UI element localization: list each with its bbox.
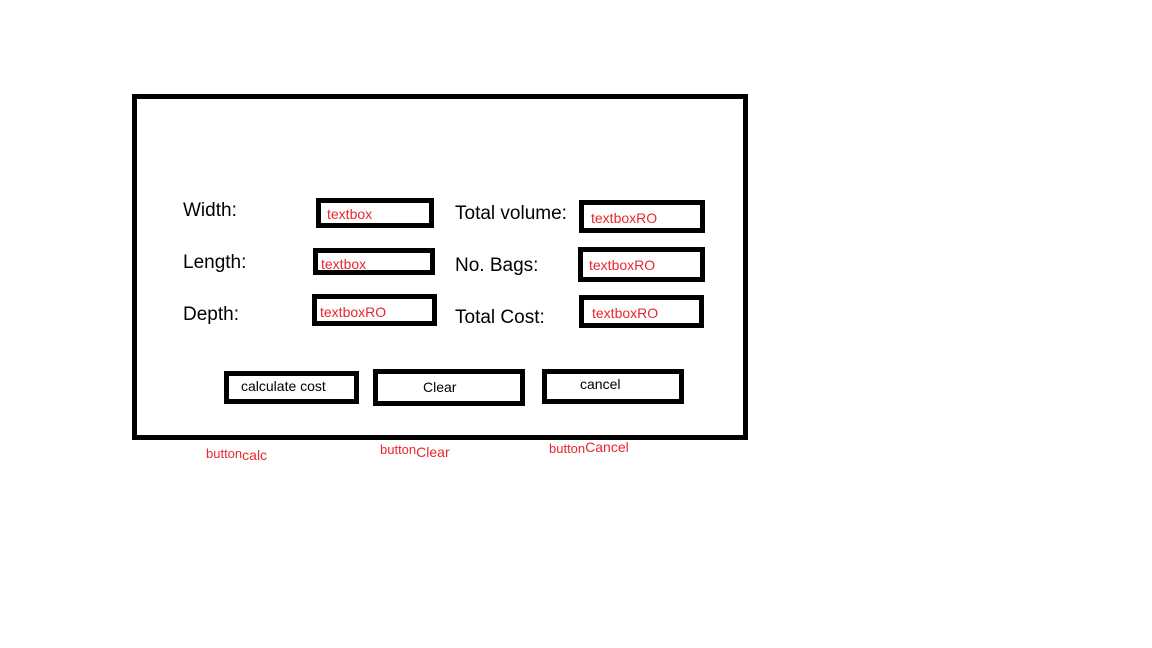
clear-annotation-name: Clear [416,444,450,460]
clear-button-label: Clear [423,379,457,395]
clear-button-annotation: buttonClear [380,442,450,460]
no-bags-label: No. Bags: [455,255,539,276]
length-label: Length: [183,252,247,273]
calculate-cost-button-label: calculate cost [241,378,326,394]
calc-annotation-prefix: button [206,446,243,461]
cancel-button-label: cancel [580,376,621,392]
length-input[interactable]: textbox [313,248,435,275]
total-volume-field: textboxRO [579,200,705,233]
clear-button[interactable]: Clear [373,369,525,406]
cancel-button[interactable]: cancel [542,369,684,404]
calculate-cost-button[interactable]: calculate cost [224,371,359,404]
cancel-annotation-prefix: button [549,441,586,456]
total-cost-field: textboxRO [579,295,704,328]
depth-label: Depth: [183,304,239,325]
calc-button-annotation: buttoncalc [206,446,267,462]
total-volume-label: Total volume: [455,203,567,224]
total-cost-label: Total Cost: [455,307,545,328]
depth-field: textboxRO [312,294,437,326]
cancel-button-annotation: buttonCancel [549,440,629,456]
clear-annotation-prefix: button [380,442,417,457]
no-bags-field: textboxRO [578,247,705,282]
cancel-annotation-name: Cancel [585,439,629,455]
width-input[interactable]: textbox [316,198,434,228]
calc-annotation-name: calc [242,447,268,463]
width-label: Width: [183,200,237,221]
